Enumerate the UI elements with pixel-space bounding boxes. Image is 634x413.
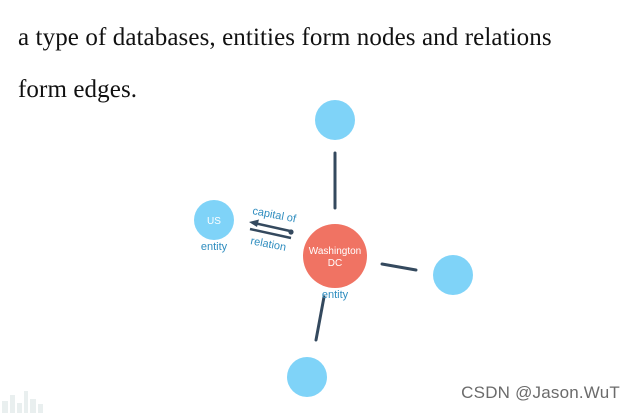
node-washington-caption: entity: [322, 289, 349, 301]
node-washington-label-line-2: DC: [328, 258, 342, 269]
paragraph-line-2: form edges.: [18, 76, 138, 103]
watermark: CSDN @Jason.WuT: [461, 383, 620, 402]
node-washington-label-line-1: Washington: [309, 246, 361, 257]
node-us-label: US: [207, 216, 221, 227]
relation-dot-icon: [288, 229, 294, 235]
blank-node-right: [433, 255, 473, 295]
edge-label-capital-of: capital of: [251, 205, 297, 225]
paragraph: a type of databases, entities form nodes…: [18, 12, 618, 116]
node-washington-dc: [303, 224, 367, 288]
paragraph-line-1: a type of databases, entities form nodes…: [18, 24, 552, 51]
edge-right: [380, 262, 418, 272]
relation-arrow-upper: [253, 221, 291, 233]
node-us: [194, 200, 234, 240]
blank-node-top: [315, 100, 355, 140]
decorative-mark-icon: [2, 391, 43, 413]
edge-label-relation: relation: [249, 235, 287, 254]
relation-arrow-lower: [249, 227, 292, 240]
edge-bottom: [314, 295, 326, 342]
arrowhead-icon: [249, 219, 259, 227]
node-us-caption: entity: [201, 241, 228, 253]
blank-node-bottom: [287, 357, 327, 397]
